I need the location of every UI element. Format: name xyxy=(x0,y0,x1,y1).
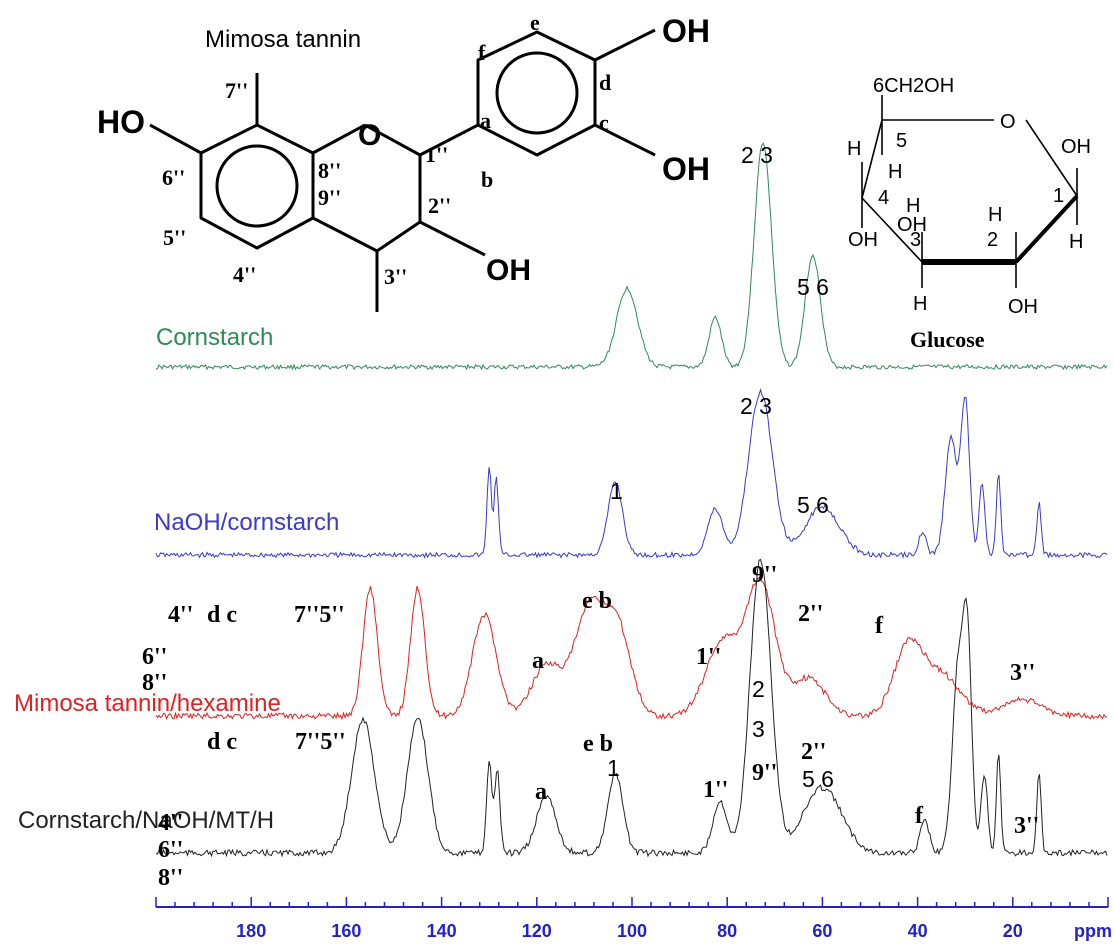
tannin-atom-label: 3'' xyxy=(384,264,407,289)
glucose-atom-label: O xyxy=(1000,111,1016,133)
peak-label: 6'' xyxy=(158,837,183,863)
peak-label: 3'' xyxy=(1010,660,1035,686)
tannin-atom-label: d xyxy=(599,70,611,95)
peak-label: 6'' xyxy=(142,644,167,670)
x-tick-label: 160 xyxy=(331,921,361,941)
glucose-atom-label: 1 xyxy=(1053,185,1064,207)
x-tick-label: 140 xyxy=(427,921,457,941)
tannin-atom-label: f xyxy=(478,40,486,65)
peak-label: 4'' xyxy=(168,602,193,628)
tannin-atom-label: 8'' xyxy=(318,158,341,183)
glucose-atom-label: H xyxy=(913,293,927,315)
tannin-atom-label: e xyxy=(530,10,540,35)
peak-label: 2'' xyxy=(798,601,823,627)
peak-label: 7''5'' xyxy=(295,729,346,755)
peak-label: 9'' xyxy=(752,760,777,786)
glucose-atom-label: 4 xyxy=(878,187,889,209)
peak-label: e b xyxy=(583,731,613,757)
peak-label: 1 xyxy=(607,755,620,781)
x-tick-label: 80 xyxy=(717,921,737,941)
glucose-atom-label: OH xyxy=(1008,296,1038,318)
tannin-atom-label: 9'' xyxy=(318,185,341,210)
glucose-atom-label: H xyxy=(888,161,902,183)
peak-label: 1'' xyxy=(696,644,721,670)
peak-label: 7''5'' xyxy=(294,602,345,628)
tannin-title: Mimosa tannin xyxy=(205,26,361,53)
series-name-label: NaOH/cornstarch xyxy=(154,509,339,536)
spectrum-line xyxy=(155,558,1108,858)
tannin-atom-label: 1'' xyxy=(425,142,448,167)
peak-label: 2 3 xyxy=(741,142,773,168)
tannin-atom-label: a xyxy=(480,108,491,133)
spectrum-line xyxy=(155,387,1108,559)
peak-label: a xyxy=(535,779,547,805)
spectrum-line xyxy=(155,576,1107,721)
spectrum-series: Cornstarch xyxy=(155,142,1108,371)
x-tick-label: 100 xyxy=(617,921,647,941)
spectrum-series: NaOH/cornstarch xyxy=(154,387,1108,559)
peak-label: 2 3 xyxy=(740,393,772,419)
spectrum-series: Cornstarch/NaOH/MT/H xyxy=(18,558,1108,858)
glucose-atom-label: H xyxy=(1069,231,1083,253)
peak-label: e b xyxy=(582,588,612,614)
tannin-atom-label: O xyxy=(358,119,381,152)
peak-label: 3 xyxy=(752,716,765,742)
peak-label: 8'' xyxy=(158,865,183,891)
tannin-atom-label: b xyxy=(481,167,493,192)
x-tick-label: 60 xyxy=(812,921,832,941)
peak-label: 2'' xyxy=(801,739,826,765)
peak-label: f xyxy=(915,803,924,829)
peak-label: 5 6 xyxy=(797,492,829,518)
glucose-atom-label: 2 xyxy=(987,229,998,251)
series-name-label: Mimosa tannin/hexamine xyxy=(14,690,281,717)
tannin-atom-label: 6'' xyxy=(162,165,185,190)
peak-label: 2 xyxy=(752,676,765,702)
x-tick-label: 120 xyxy=(522,921,552,941)
x-tick-label: 20 xyxy=(1003,921,1023,941)
series-name-label: Cornstarch xyxy=(156,324,273,351)
peak-label: 4'' xyxy=(158,810,183,836)
peak-label: f xyxy=(875,613,884,639)
glucose-atom-label: 6CH2OH xyxy=(873,75,954,97)
x-tick-label: 40 xyxy=(908,921,928,941)
spectrum-line xyxy=(155,142,1108,371)
tannin-atom-label: c xyxy=(599,110,609,135)
peak-label: d c xyxy=(207,729,237,755)
peak-label: 5 6 xyxy=(797,274,829,300)
peak-label: 1'' xyxy=(703,777,728,803)
glucose-atom-label: 3 xyxy=(910,229,921,251)
tannin-atom-label: HO xyxy=(97,104,145,140)
tannin-atom-label: OH xyxy=(662,151,710,187)
tannin-atom-label: OH xyxy=(486,254,531,287)
peak-label: d c xyxy=(207,602,237,628)
peak-label: 1 xyxy=(610,478,623,504)
x-axis-unit: ppm xyxy=(1074,921,1112,941)
glucose-atom-label: 5 xyxy=(896,130,907,152)
glucose-structure xyxy=(861,95,1079,288)
peak-label: 8'' xyxy=(142,670,167,696)
glucose-atom-label: OH xyxy=(1061,136,1091,158)
tannin-atom-label: 7'' xyxy=(225,78,248,103)
tannin-atom-label: OH xyxy=(662,13,710,49)
glucose-atom-label: H xyxy=(847,138,861,160)
tannin-atom-label: 4'' xyxy=(233,262,256,287)
peak-label: 5 6 xyxy=(802,766,834,792)
glucose-title: Glucose xyxy=(910,327,985,352)
spectrum-series: Mimosa tannin/hexamine xyxy=(14,576,1107,721)
peak-label: a xyxy=(532,648,544,674)
mimosa-tannin-structure xyxy=(149,28,656,312)
glucose-atom-label: OH xyxy=(897,214,927,236)
glucose-atom-label: H xyxy=(988,204,1002,226)
peak-label: 9'' xyxy=(752,562,777,588)
series-name-label: Cornstarch/NaOH/MT/H xyxy=(18,807,274,834)
peak-label: 3'' xyxy=(1014,813,1039,839)
x-tick-label: 180 xyxy=(236,921,266,941)
glucose-atom-label: OH xyxy=(848,229,878,251)
tannin-atom-label: 2'' xyxy=(428,193,451,218)
glucose-atom-label: H xyxy=(906,195,920,217)
tannin-atom-label: 5'' xyxy=(163,225,186,250)
